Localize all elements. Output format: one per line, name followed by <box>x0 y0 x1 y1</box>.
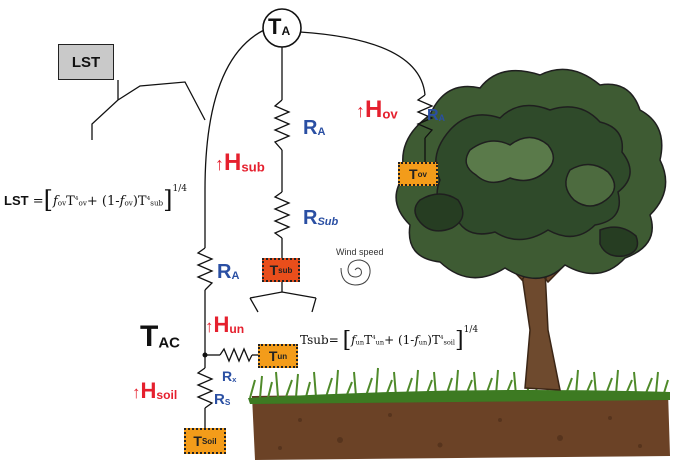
resistance-ra-left: RA <box>217 261 240 283</box>
lst-box: LST <box>58 44 114 80</box>
wind-speed-label: Wind speed <box>336 247 384 257</box>
wind-swirl-icon <box>340 259 371 286</box>
tsub-formula: Tsub= [funT4un+ (1-fun)T4soil]1/4 <box>300 325 479 353</box>
grass-base <box>248 390 670 404</box>
resistor-zigzags <box>196 94 434 409</box>
resistance-r-s: RS <box>214 391 231 408</box>
resistance-r-sub: RSub <box>303 207 339 229</box>
flux-h-un: ↑Hun <box>205 312 245 337</box>
circuit-wires <box>91 29 426 428</box>
tree-canopy <box>395 68 667 280</box>
resistance-ra-right: RA <box>427 107 445 124</box>
flux-h-sub: ↑Hsub <box>215 149 265 176</box>
junction-dot <box>202 352 208 358</box>
lst-formula-lhs: LST <box>4 193 29 208</box>
lst-box-label: LST <box>71 53 101 71</box>
flux-h-ov: ↑Hov <box>356 96 398 123</box>
lst-formula: LST =[fovT4ov+ (1-fov)T4sub]1/4 <box>4 184 187 214</box>
resistance-ra-mid: RA <box>303 117 326 139</box>
resistance-r-x: Rx <box>222 368 237 384</box>
t-ac-label: TAC <box>140 320 180 353</box>
ta-node-circle <box>262 8 302 48</box>
ta-node-label: TA <box>268 14 291 39</box>
flux-h-soil: ↑Hsoil <box>132 378 178 403</box>
